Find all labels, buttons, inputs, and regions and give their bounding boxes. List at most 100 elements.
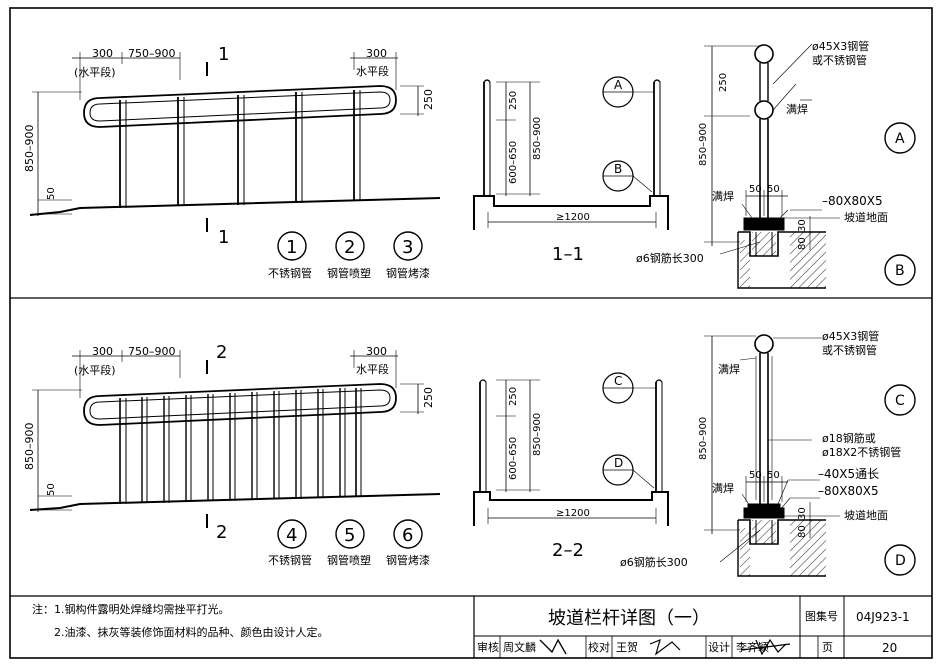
e1-label-horizontal-left: (水平段) [74, 65, 116, 79]
ncd-bar-spec-1: ø18钢筋或 [822, 431, 876, 445]
nab-ramp-surface: 坡道地面 [844, 210, 888, 224]
ncd-pipe-spec-1: ø45X3钢管 [822, 329, 879, 343]
e1-dim-50: 50 [46, 187, 57, 200]
e2-section-mark-bottom: 2 [216, 522, 227, 543]
ncd-dim-30: 30 [797, 507, 808, 520]
atlas-number: 04J923-1 [856, 610, 910, 624]
finish-label-3: 钢管烤漆 [386, 266, 430, 280]
nab-dim-50a: 50 [749, 184, 762, 195]
checker-name: 王贺 [616, 641, 638, 654]
ncd-ramp-surface: 坡道地面 [844, 508, 888, 522]
nab-dim-50b: 50 [767, 184, 780, 195]
sheet-title: 坡道栏杆详图（一） [548, 608, 710, 629]
nab-dim-250: 250 [718, 73, 729, 92]
s22-dim-600-650: 600–650 [508, 437, 519, 480]
nab-dim-30: 30 [797, 219, 808, 232]
node-c-d [704, 334, 916, 577]
e2-label-horizontal-right: 水平段 [356, 362, 389, 376]
nab-weld-full-top: 满焊 [786, 102, 808, 116]
reviewer-name: 周文麟 [503, 640, 536, 654]
designer-name: 李齐颖 [736, 640, 769, 654]
finish-label-2: 钢管喷塑 [327, 266, 371, 280]
finish-num-1: 1 [286, 237, 297, 258]
finish-label-1: 不锈钢管 [268, 266, 312, 280]
page-label: 页 [822, 641, 833, 654]
finish-num-3: 3 [402, 237, 413, 258]
elevation-2 [29, 350, 441, 528]
s22-dim-850-900: 850–900 [532, 413, 543, 456]
nab-dim-850-900: 850–900 [698, 123, 709, 166]
e1-section-mark-top: 1 [218, 44, 229, 65]
nab-mark-bottom: B [895, 263, 905, 279]
nab-pipe-spec-2: 或不锈钢管 [812, 53, 867, 67]
finish-callouts-2 [277, 519, 423, 549]
finish-num-6: 6 [402, 525, 413, 546]
nab-dim-80: 80 [797, 237, 808, 250]
ncd-dim-50b: 50 [767, 470, 780, 481]
e1-dim-300-left: 300 [92, 47, 113, 60]
sheet-border [9, 7, 933, 659]
elevation-1 [29, 52, 441, 232]
s11-dim-600-650: 600–650 [508, 141, 519, 184]
e2-dim-750-900: 750–900 [128, 345, 176, 358]
finish-num-5: 5 [344, 525, 355, 546]
s11-dim-width: ≥1200 [556, 212, 590, 223]
e1-dim-750-900: 750–900 [128, 47, 176, 60]
ncd-plate-spec: –80X80X5 [818, 484, 879, 498]
ncd-weld-full: 满焊 [712, 481, 734, 495]
finish-label-5: 钢管喷塑 [327, 553, 371, 567]
nab-plate-spec: –80X80X5 [822, 194, 883, 208]
ncd-flat-spec: –40X5通长 [818, 467, 879, 481]
nab-weld-full: 满焊 [712, 189, 734, 203]
e2-dim-300-right: 300 [366, 345, 387, 358]
page-number: 20 [882, 641, 897, 655]
ncd-dim-50a: 50 [749, 470, 762, 481]
section-2-2 [473, 372, 669, 526]
nab-anchor-spec: ø6钢筋长300 [636, 251, 704, 265]
e2-dim-50: 50 [46, 483, 57, 496]
s22-dim-width: ≥1200 [556, 508, 590, 519]
finish-callouts-1 [277, 231, 423, 261]
s22-callout-top: C [614, 374, 622, 388]
nab-pipe-spec-1: ø45X3钢管 [812, 39, 869, 53]
e1-dim-250: 250 [422, 89, 435, 110]
finish-label-6: 钢管烤漆 [386, 553, 430, 567]
e2-dim-300-left: 300 [92, 345, 113, 358]
ncd-anchor-spec: ø6钢筋长300 [620, 555, 688, 569]
s11-dim-850-900: 850–900 [532, 117, 543, 160]
ncd-mark-bottom: D [895, 553, 906, 569]
ncd-weld-full-top: 满焊 [718, 362, 740, 376]
s22-title: 2–2 [552, 540, 584, 561]
e1-dim-850-900: 850–900 [23, 125, 36, 173]
title-block [473, 596, 932, 658]
note-line-2: 2.油漆、抹灰等装修饰面材料的品种、颜色由设计人定。 [54, 625, 329, 639]
ncd-dim-80: 80 [797, 525, 808, 538]
s11-callout-bottom: B [614, 162, 622, 176]
finish-num-4: 4 [286, 525, 297, 546]
e1-section-mark-bottom: 1 [218, 227, 229, 248]
e2-label-horizontal-left: (水平段) [74, 363, 116, 377]
review-label: 审核 [477, 640, 499, 654]
s11-dim-250: 250 [508, 91, 519, 110]
e1-label-horizontal-right: 水平段 [356, 64, 389, 78]
e1-dim-300-right: 300 [366, 47, 387, 60]
e2-dim-250: 250 [422, 387, 435, 408]
finish-label-4: 不锈钢管 [268, 553, 312, 567]
s11-title: 1–1 [552, 244, 584, 265]
ncd-bar-spec-2: ø18X2不锈钢管 [822, 445, 901, 459]
s22-callout-bottom: D [614, 456, 623, 470]
section-1-1 [473, 76, 669, 230]
note-line-1: 注：1.钢构件露明处焊缝均需挫平打光。 [32, 602, 230, 616]
finish-num-2: 2 [344, 237, 355, 258]
e2-dim-850-900: 850–900 [23, 423, 36, 471]
ncd-pipe-spec-2: 或不锈钢管 [822, 343, 877, 357]
node-a-b [704, 43, 916, 289]
nab-mark-top: A [895, 131, 905, 147]
check-label: 校对 [588, 640, 610, 654]
s11-callout-top: A [614, 78, 623, 92]
atlas-label: 图集号 [805, 609, 838, 623]
ncd-mark-top: C [895, 393, 905, 409]
ncd-dim-850-900: 850–900 [698, 417, 709, 460]
